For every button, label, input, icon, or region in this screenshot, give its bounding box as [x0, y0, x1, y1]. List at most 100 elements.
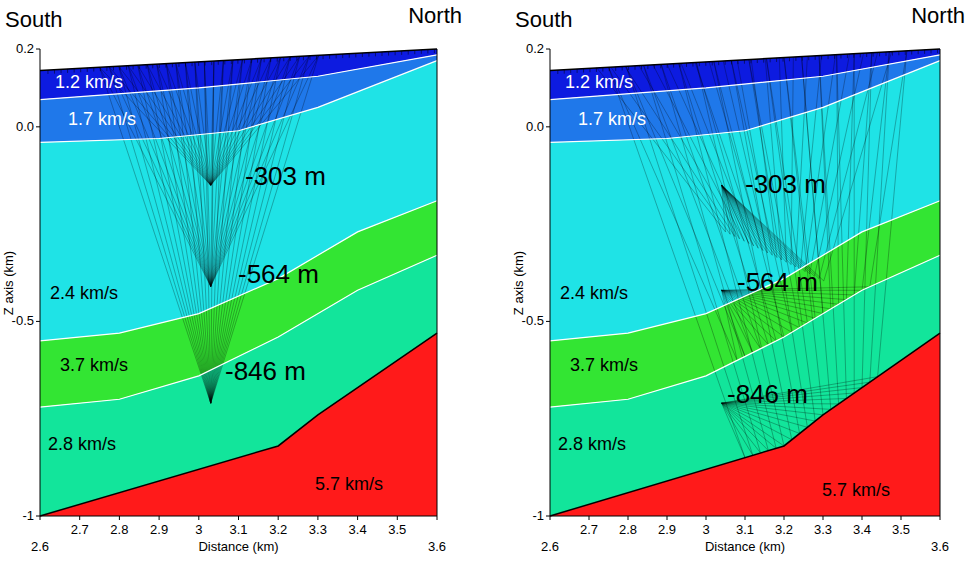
- axis-tick: [317, 516, 318, 520]
- receiver-tick: [218, 61, 219, 65]
- receiver-tick: [789, 57, 790, 61]
- receiver-tick: [211, 61, 212, 65]
- receiver-tick: [303, 56, 304, 60]
- receiver-tick: [237, 60, 238, 64]
- receiver-tick: [251, 59, 252, 63]
- velocity-label: 2.8 km/s: [558, 435, 626, 455]
- receiver-tick: [113, 66, 114, 70]
- receiver-tick: [224, 60, 225, 64]
- axis-tick: [628, 516, 629, 520]
- tick-label: 2.8: [619, 523, 637, 537]
- receiver-tick: [860, 53, 861, 57]
- receiver-tick: [718, 61, 719, 65]
- receiver-tick: [159, 64, 160, 68]
- axis-tick: [119, 516, 120, 520]
- axis-title: Distance (km): [198, 540, 278, 554]
- receiver-tick: [74, 69, 75, 73]
- receiver-tick: [622, 66, 623, 70]
- receiver-tick: [323, 55, 324, 59]
- tick-label: -1: [22, 509, 34, 523]
- receiver-tick: [277, 58, 278, 62]
- receiver-tick: [660, 64, 661, 68]
- axis-tick: [198, 516, 199, 520]
- receiver-tick: [126, 66, 127, 70]
- tick-label: 3.4: [853, 523, 871, 537]
- receiver-tick: [680, 63, 681, 67]
- receiver-tick: [918, 50, 919, 54]
- tick-label: 0.2: [526, 42, 544, 56]
- receiver-tick: [67, 69, 68, 73]
- axis-tick: [546, 321, 550, 322]
- receiver-tick: [815, 56, 816, 60]
- receiver-tick: [401, 51, 402, 55]
- direction-label: South: [515, 8, 573, 32]
- receiver-tick: [725, 61, 726, 65]
- axis-tick: [238, 516, 239, 520]
- axis-tick: [546, 49, 550, 50]
- layer-fill: [550, 333, 940, 516]
- velocity-label: 2.4 km/s: [560, 284, 628, 304]
- receiver-tick: [667, 64, 668, 68]
- axis-tick: [901, 516, 902, 520]
- receiver-tick: [106, 67, 107, 71]
- axis-tick: [79, 516, 80, 520]
- receiver-tick: [898, 51, 899, 55]
- receiver-tick: [776, 58, 777, 62]
- receiver-tick: [349, 54, 350, 58]
- tick-label: 0.2: [16, 42, 34, 56]
- receiver-tick: [924, 50, 925, 54]
- receiver-tick: [570, 69, 571, 73]
- receiver-tick: [192, 62, 193, 66]
- receiver-tick: [937, 49, 938, 53]
- receiver-tick: [119, 66, 120, 70]
- receiver-tick: [828, 55, 829, 59]
- plot-frame: [550, 49, 940, 516]
- axis-tick: [667, 516, 668, 520]
- axis-tick: [159, 516, 160, 520]
- axis-tick: [745, 516, 746, 520]
- receiver-tick: [589, 68, 590, 72]
- receiver-tick: [615, 67, 616, 71]
- axis-tick: [940, 516, 941, 520]
- velocity-label: 2.4 km/s: [50, 284, 118, 304]
- velocity-label: 1.2 km/s: [55, 73, 123, 93]
- receiver-tick: [185, 63, 186, 67]
- ray-paths: [100, 55, 319, 403]
- receiver-tick: [840, 54, 841, 58]
- axis-title: Z axis (km): [2, 251, 16, 315]
- receiver-tick: [712, 62, 713, 66]
- receiver-tick: [375, 52, 376, 56]
- receiver-tick: [205, 62, 206, 66]
- receiver-tick: [744, 60, 745, 64]
- source-depth: -303 m: [245, 162, 326, 191]
- receiver-tick: [316, 55, 317, 59]
- receiver-tick: [692, 63, 693, 67]
- receiver-tick: [368, 53, 369, 57]
- receiver-tick: [757, 59, 758, 63]
- direction-label: North: [911, 4, 965, 28]
- tick-label: 3.6: [428, 540, 446, 554]
- tick-label: 2.7: [580, 523, 598, 537]
- receiver-tick: [873, 53, 874, 57]
- receiver-tick: [133, 65, 134, 69]
- receiver-tick: [795, 57, 796, 61]
- receiver-tick: [911, 51, 912, 55]
- receiver-tick: [731, 60, 732, 64]
- receiver-tick: [362, 53, 363, 57]
- velocity-label: 3.7 km/s: [570, 356, 638, 376]
- receiver-tick: [892, 52, 893, 56]
- axis-tick: [36, 321, 40, 322]
- receiver-tick: [80, 68, 81, 72]
- receiver-tick: [905, 51, 906, 55]
- tick-label: 3.5: [892, 523, 910, 537]
- velocity-label: 2.8 km/s: [48, 435, 116, 455]
- receiver-tick: [885, 52, 886, 56]
- receiver-tick: [564, 70, 565, 74]
- receiver-tick: [609, 67, 610, 71]
- tick-label: 0.0: [526, 120, 544, 134]
- tick-label: 2.8: [110, 523, 128, 537]
- axis-tick: [550, 516, 551, 520]
- receiver-tick: [602, 68, 603, 72]
- receiver-tick: [54, 70, 55, 74]
- tick-label: 3.6: [931, 540, 949, 554]
